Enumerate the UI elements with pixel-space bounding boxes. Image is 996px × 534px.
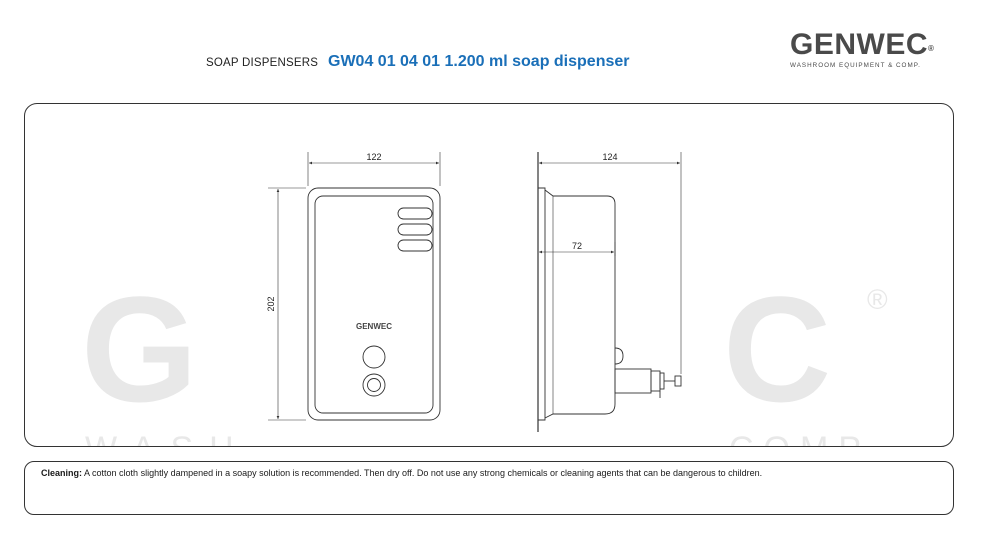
depth-label: 124: [602, 152, 617, 162]
front-inner-panel: [314, 195, 434, 414]
height-label: 202: [266, 296, 276, 311]
side-nozzle-tip: [659, 372, 665, 390]
front-outer-body: [307, 187, 441, 421]
side-nozzle-cap: [650, 370, 661, 392]
front-view: [268, 152, 441, 421]
inner-depth-label: 72: [572, 241, 582, 251]
push-button-inner: [367, 378, 381, 392]
side-lock-bump: [614, 347, 624, 365]
window-slot-2: [397, 223, 433, 236]
brand-logo: GENWEC® WASHROOM EQUIPMENT & COMP.: [790, 30, 955, 70]
side-nozzle-body: [614, 368, 652, 394]
width-label: 122: [366, 152, 381, 162]
side-view: [537, 152, 682, 432]
cleaning-note-label: Cleaning:: [41, 468, 83, 478]
product-title: GW04 01 04 01 1.200 ml soap dispenser: [328, 53, 630, 70]
window-slot-3: [397, 239, 433, 252]
watermark-letter-left: G: [81, 265, 198, 433]
cleaning-note-frame: Cleaning: A cotton cloth slightly dampen…: [24, 461, 954, 515]
logo-wordmark-text: GENWEC: [790, 28, 928, 61]
watermark-word-left: WASH: [85, 430, 250, 446]
lock-button: [362, 345, 386, 369]
push-button-outer: [362, 373, 386, 397]
watermark-word-right: COMP.: [729, 430, 886, 446]
front-brand-label: GENWEC: [356, 322, 392, 331]
drawing-frame: G C ® WASH COMP. 122: [24, 103, 954, 447]
cleaning-note-text: A cotton cloth slightly dampened in a so…: [84, 468, 763, 478]
logo-tagline: WASHROOM EQUIPMENT & COMP.: [790, 62, 921, 69]
logo-registered-mark: ®: [928, 44, 935, 53]
logo-wordmark: GENWEC®: [790, 30, 955, 60]
cleaning-note: Cleaning: A cotton cloth slightly dampen…: [41, 468, 762, 478]
header-category: SOAP DISPENSERS: [206, 57, 319, 69]
technical-drawing: 122 202 GENWEC 124 72: [266, 152, 682, 432]
watermark-registered: ®: [867, 284, 888, 315]
side-wall-plate: [538, 187, 546, 421]
watermark-letter-right: C: [723, 265, 832, 433]
side-housing: [544, 189, 616, 419]
side-nozzle-spout: [674, 375, 682, 387]
window-slot-1: [397, 207, 433, 220]
